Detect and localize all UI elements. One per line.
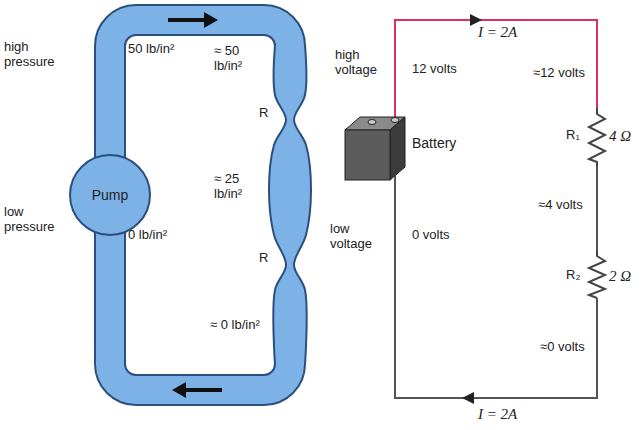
battery-label: Battery xyxy=(412,135,456,151)
restriction-label: R xyxy=(259,106,268,121)
resistance-value: 4 Ω xyxy=(609,128,631,145)
current-label: I = 2A xyxy=(478,24,517,41)
current-label: I = 2A xyxy=(478,406,517,423)
voltage-value: ≈0 volts xyxy=(540,340,585,355)
resistance-value: 2 Ω xyxy=(609,268,631,285)
voltage-value: 12 volts xyxy=(412,62,457,77)
pressure-value: ≈ 25 lb/in² xyxy=(214,172,264,202)
pipe-wall xyxy=(294,45,311,365)
pressure-note: low pressure xyxy=(4,205,66,235)
voltage-value: ≈12 volts xyxy=(533,66,585,81)
pipe-wall xyxy=(269,45,286,365)
voltage-note: low voltage xyxy=(330,222,388,252)
pressure-value: ≈ 50 lb/in² xyxy=(214,44,264,74)
resistor-name: R₁ xyxy=(566,128,580,143)
pressure-value: 50 lb/in² xyxy=(128,42,174,57)
pressure-value: ≈ 0 lb/in² xyxy=(210,318,260,333)
current-arrow xyxy=(462,14,482,404)
pressure-note: high pressure xyxy=(4,40,66,70)
pressure-value: 0 lb/in² xyxy=(128,228,167,243)
resistor-name: R₂ xyxy=(566,268,580,283)
voltage-value: ≈4 volts xyxy=(538,198,583,213)
voltage-value: 0 volts xyxy=(412,228,450,243)
pump-label: Pump xyxy=(92,187,129,203)
battery-box: Battery xyxy=(340,105,475,185)
flow-arrow xyxy=(168,12,222,398)
resistor-symbol xyxy=(589,108,605,298)
pipe-constriction xyxy=(269,45,311,365)
pump-circle: Pump xyxy=(68,153,152,237)
voltage-note: high voltage xyxy=(335,48,393,78)
circuit-wire xyxy=(395,20,597,398)
restriction-label: R xyxy=(259,251,268,266)
